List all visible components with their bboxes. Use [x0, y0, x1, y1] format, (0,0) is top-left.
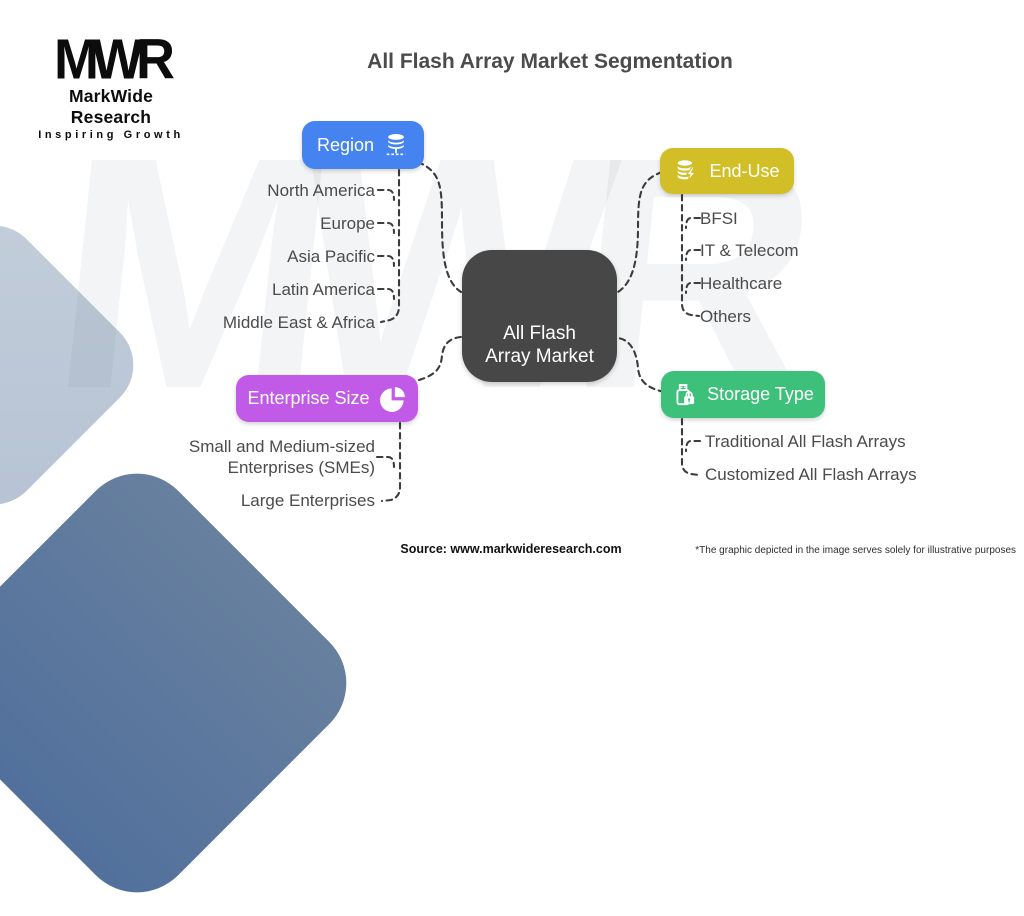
segment-region-label: Region	[316, 134, 375, 155]
logo-company-name: MarkWide Research	[68, 86, 154, 127]
segment-storage-type-label: Storage Type	[707, 384, 814, 404]
region-item-middle-east-africa: Middle East & Africa	[222, 313, 375, 332]
storage-item-traditional: Traditional All Flash Arrays	[705, 432, 906, 451]
logo-tagline: Inspiring Growth	[38, 129, 184, 141]
central-node-label-line2: Array Market	[485, 346, 594, 367]
connector-enduse-center	[616, 170, 664, 294]
connector-enterprise-trunk	[380, 421, 402, 503]
end-use-item-bfsi: BFSI	[700, 209, 738, 228]
disclaimer-text: *The graphic depicted in the image serve…	[695, 545, 1016, 556]
connector-storage-trunk	[680, 417, 701, 477]
flash-database-icon	[674, 158, 700, 184]
region-item-asia-pacific: Asia Pacific	[287, 247, 375, 266]
pie-chart-icon	[379, 385, 407, 413]
source-text: Source: www.markwideresearch.com	[400, 542, 622, 556]
storage-item-customized: Customized All Flash Arrays	[705, 465, 917, 484]
region-item-north-america: North America	[267, 181, 375, 200]
segment-node-storage-type: Storage Type	[661, 371, 825, 418]
page-title: All Flash Array Market Segmentation	[367, 50, 733, 73]
segment-node-end-use: End-Use	[660, 148, 794, 194]
enterprise-item-large-enterprises: Large Enterprises	[240, 491, 375, 510]
end-use-item-it-telecom: IT & Telecom	[700, 241, 799, 260]
enterprise-item-smes: Small and Medium-sized Enterprises (SMEs…	[188, 437, 375, 477]
segment-end-use-label: End-Use	[709, 160, 780, 181]
end-use-item-others: Others	[700, 307, 752, 326]
connector-storage-center	[616, 336, 666, 394]
logo-monogram: MWR	[54, 28, 175, 92]
connector-enterprise-center	[417, 335, 463, 382]
usb-lock-icon	[672, 382, 698, 408]
connector-enduse-trunk	[680, 193, 701, 318]
connector-lines	[375, 160, 702, 503]
end-use-item-healthcare: Healthcare	[700, 274, 783, 293]
segment-node-region: Region	[302, 121, 424, 169]
segment-enterprise-size-label: Enterprise Size	[247, 388, 370, 408]
connector-region-trunk	[379, 168, 401, 324]
central-node-label-line1: All Flash	[503, 323, 576, 344]
region-item-latin-america: Latin America	[272, 280, 375, 299]
segment-node-enterprise-size: Enterprise Size	[236, 375, 418, 422]
region-item-europe: Europe	[320, 214, 375, 233]
markwide-logo: MWR MarkWide Research Inspiring Growth	[30, 28, 192, 141]
central-node-all-flash-array-market: All Flash Array Market	[462, 250, 617, 382]
database-icon	[383, 132, 409, 158]
connector-region-center	[416, 160, 463, 294]
